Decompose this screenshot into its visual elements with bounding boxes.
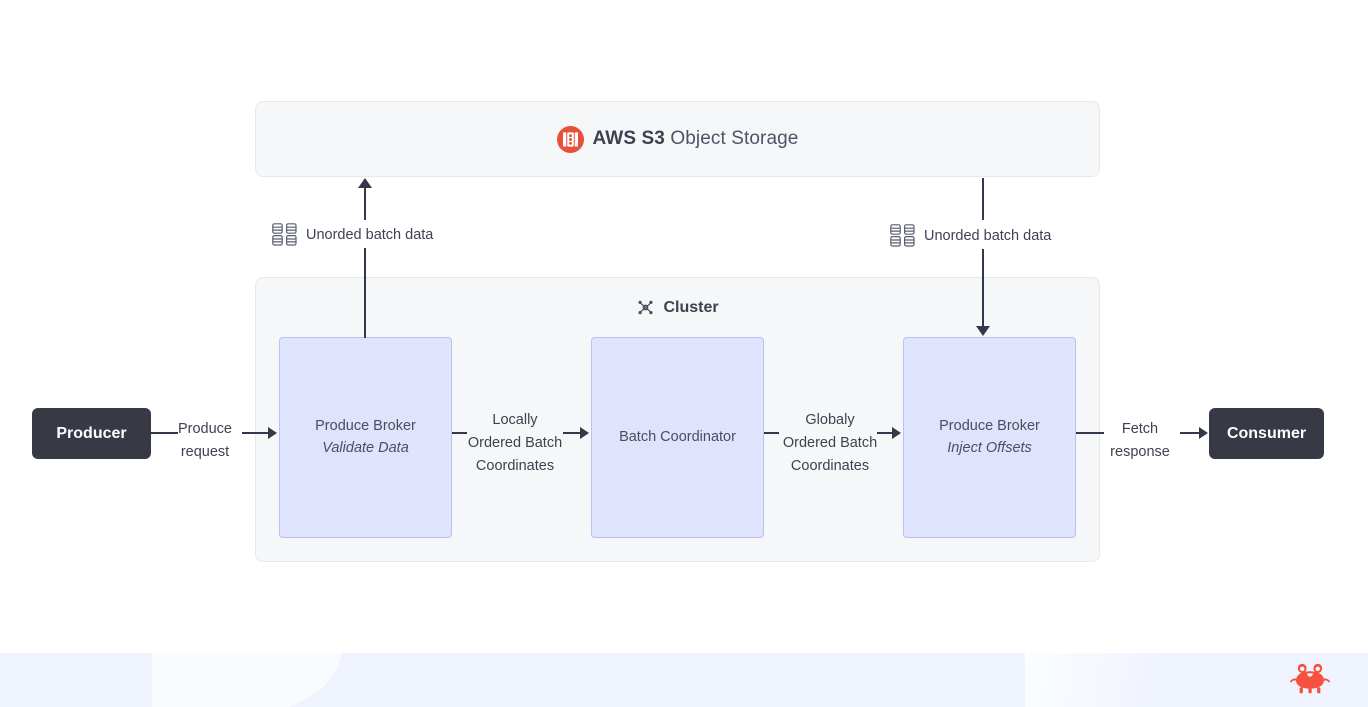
endpoint-label: Producer xyxy=(56,424,127,442)
endpoint-producer[interactable]: Producer xyxy=(32,408,151,459)
endpoint-label: Consumer xyxy=(1226,424,1307,442)
node-title: Produce Broker xyxy=(315,418,416,435)
edge-label-line1: Globaly xyxy=(805,412,855,428)
node-title: Batch Coordinator xyxy=(619,428,736,445)
storage-edge-label: Unorded batch data xyxy=(306,226,434,243)
arrowhead-to-consumer xyxy=(1199,427,1208,439)
footer-shape-left xyxy=(152,653,342,707)
edge-label-locally-ordered: Locally Ordered Batch Coordinates xyxy=(456,409,574,479)
edge-label-produce-request: Produce request xyxy=(160,418,250,464)
aws-s3-suffix: Object Storage xyxy=(670,128,799,149)
arrowhead-to-broker2-storage xyxy=(976,326,990,336)
connector-broker1-label xyxy=(452,432,467,434)
connector-coordinator-label xyxy=(764,432,779,434)
arrowhead-to-broker1 xyxy=(268,427,277,439)
edge-label-line1: Produce xyxy=(177,421,232,437)
connector-s3-to-label-down xyxy=(982,178,984,220)
node-subtitle: Validate Data xyxy=(322,439,409,456)
node-batch-coordinator[interactable]: Batch Coordinator xyxy=(591,337,764,538)
aws-s3-icon xyxy=(556,125,584,153)
edge-label-line2: Ordered Batch xyxy=(467,435,563,452)
edge-label-line2: Ordered Batch xyxy=(782,435,878,452)
connector-broker1-to-label-up xyxy=(364,248,366,338)
cluster-header: Cluster xyxy=(256,298,1099,317)
node-title: Produce Broker xyxy=(939,418,1040,435)
connector-label-consumer xyxy=(1180,432,1200,434)
connector-label-coordinator xyxy=(563,432,581,434)
aws-s3-title: AWS S3 Object Storage xyxy=(593,128,799,150)
endpoint-consumer[interactable]: Consumer xyxy=(1209,408,1324,459)
edge-label-line3: Coordinates xyxy=(790,458,870,475)
edge-label-globaly-ordered: Globaly Ordered Batch Coordinates xyxy=(770,409,890,479)
connector-label-to-broker2-down xyxy=(982,249,984,327)
arrowhead-to-s3 xyxy=(358,178,372,188)
aws-s3-brand: AWS S3 xyxy=(592,128,665,149)
storage-edge-upload: Unorded batch data xyxy=(268,221,438,248)
node-produce-broker-validate[interactable]: Produce Broker Validate Data xyxy=(279,337,452,538)
cluster-label: Cluster xyxy=(663,298,719,316)
connector-label-broker2 xyxy=(877,432,893,434)
node-subtitle: Inject Offsets xyxy=(947,439,1032,456)
footer-shape-right xyxy=(1025,653,1175,707)
connector-broker2-label xyxy=(1076,432,1104,434)
database-grid-icon xyxy=(890,224,915,247)
edge-label-line3: Coordinates xyxy=(475,458,555,475)
edge-label-line2: request xyxy=(180,444,230,461)
database-grid-icon xyxy=(272,223,297,246)
storage-edge-label: Unorded batch data xyxy=(924,227,1052,244)
connector-label-to-s3-up xyxy=(364,188,366,220)
cluster-network-icon xyxy=(638,300,653,315)
storage-edge-download: Unorded batch data xyxy=(886,222,1056,249)
footer-band xyxy=(0,653,1368,707)
edge-label-fetch-response: Fetch response xyxy=(1100,418,1180,464)
crab-logo xyxy=(1289,663,1331,694)
arrowhead-to-broker2 xyxy=(892,427,901,439)
edge-label-line1: Fetch xyxy=(1121,421,1159,437)
aws-s3-panel: AWS S3 Object Storage xyxy=(255,101,1100,177)
arrowhead-to-coordinator xyxy=(580,427,589,439)
edge-label-line1: Locally xyxy=(492,412,538,428)
node-produce-broker-offsets[interactable]: Produce Broker Inject Offsets xyxy=(903,337,1076,538)
connector-producer-label xyxy=(151,432,178,434)
edge-label-line2: response xyxy=(1110,444,1170,461)
connector-label-broker1 xyxy=(242,432,270,434)
